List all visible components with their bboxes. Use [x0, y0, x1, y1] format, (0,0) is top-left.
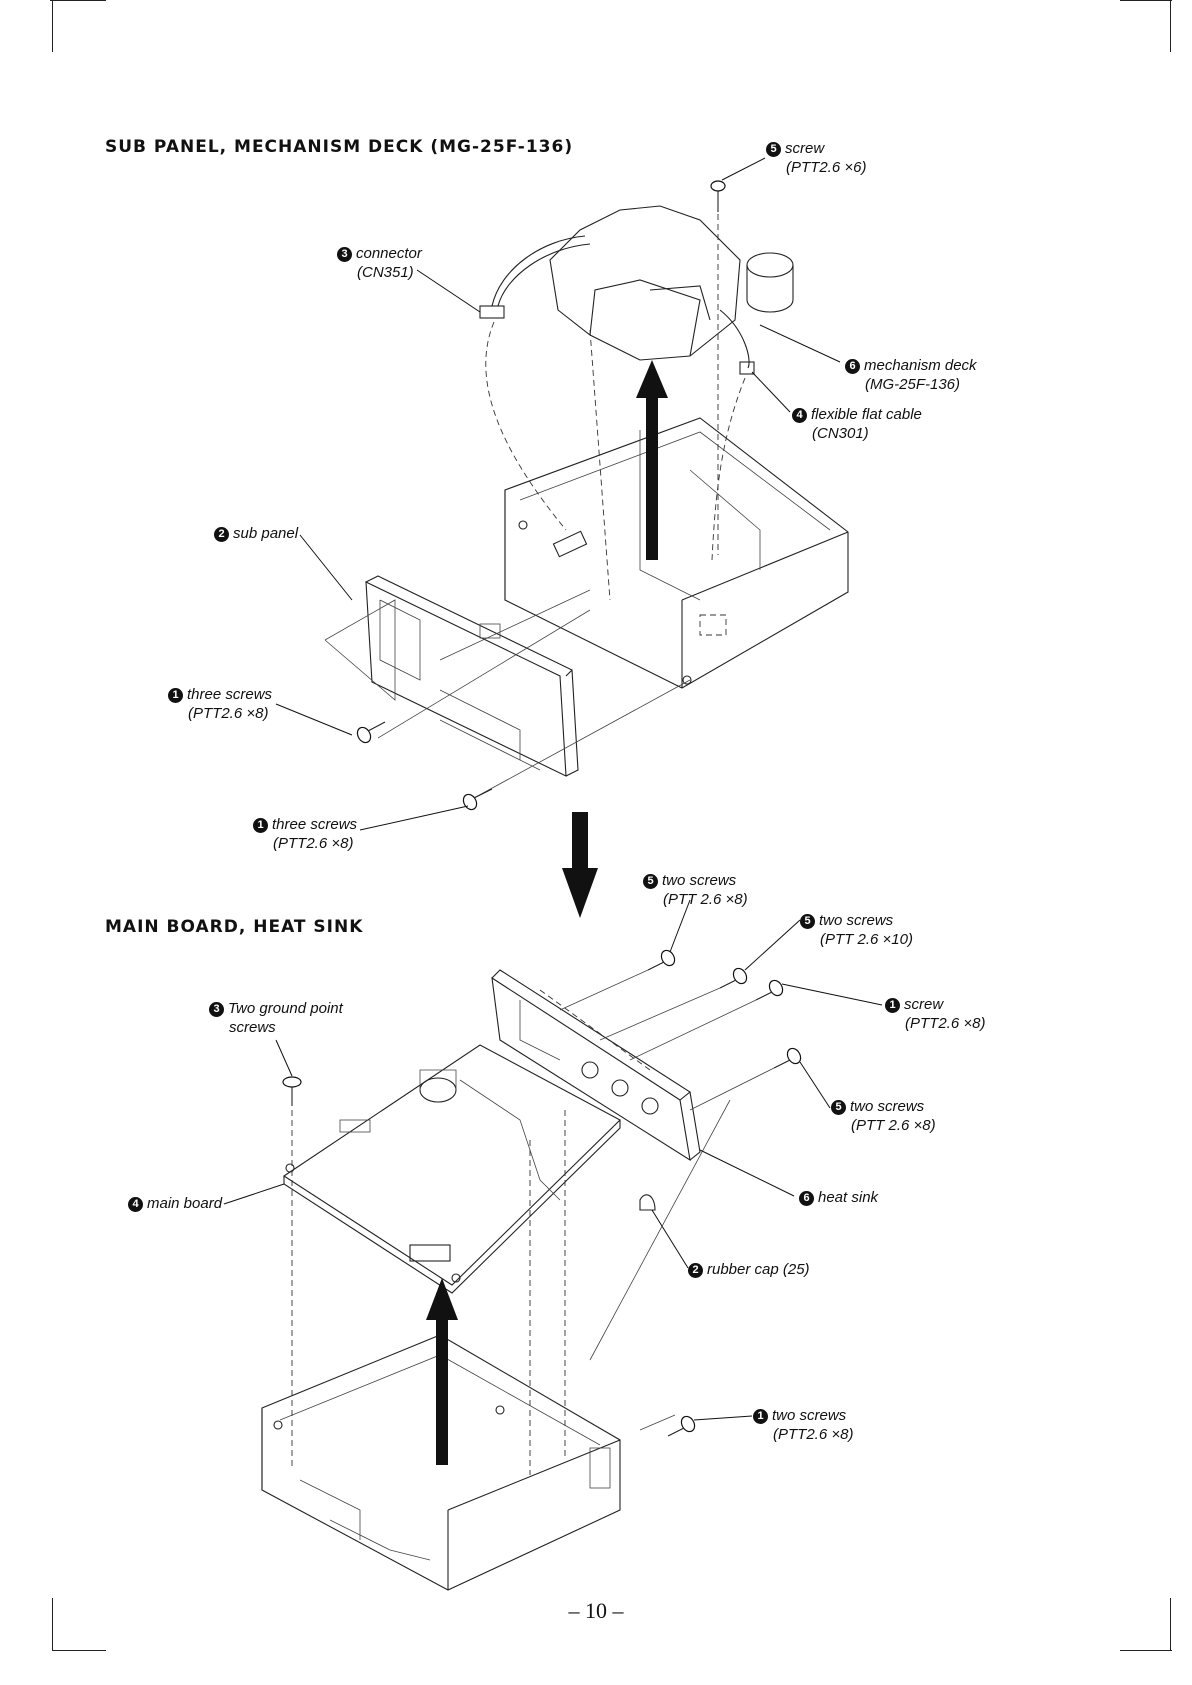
callout-main-board: 4 main board: [128, 1194, 222, 1213]
callout-number: 6: [845, 359, 860, 374]
crop-mark-top-left-v: [52, 0, 53, 52]
callout-number: 3: [209, 1002, 224, 1017]
callout-spec: (MG-25F-136): [865, 376, 961, 393]
crop-mark-top-right-v: [1170, 0, 1171, 52]
callout-rubber-cap: 2 rubber cap (25): [688, 1260, 810, 1279]
callout-label: two screws: [772, 1407, 847, 1424]
callout-two-screws-ptt-8: 5 two screws (PTT 2.6 ×8): [643, 871, 748, 909]
callout-ground-point-screws: 3 Two ground point screws: [209, 999, 343, 1037]
crop-mark-bottom-right-h: [1120, 1650, 1172, 1651]
callout-number: 3: [337, 247, 352, 262]
callout-label: sub panel: [233, 525, 299, 542]
down-arrow: [562, 812, 598, 918]
callout-mechanism-deck: 6 mechanism deck (MG-25F-136): [845, 356, 977, 394]
callout-screw-top: 5 screw (PTT2.6 ×6): [766, 139, 866, 177]
callout-label: rubber cap (25): [707, 1261, 810, 1278]
callout-number: 5: [643, 874, 658, 889]
callout-spec: (PTT 2.6 ×10): [820, 931, 913, 948]
crop-mark-top-right-h: [1120, 0, 1172, 1]
callout-number: 6: [799, 1191, 814, 1206]
callout-spec: (PTT2.6 ×8): [773, 1426, 854, 1443]
callout-number: 1: [168, 688, 183, 703]
callout-two-screws-heat-sink: 5 two screws (PTT 2.6 ×8): [831, 1097, 936, 1135]
callout-label: main board: [147, 1195, 223, 1212]
callout-label: screw: [785, 140, 825, 157]
bottom-assembly-drawing: [223, 899, 883, 1591]
callout-number: 1: [253, 818, 268, 833]
callout-label: two screws: [662, 872, 737, 889]
callout-spec: (PTT 2.6 ×8): [851, 1117, 936, 1134]
callout-label: mechanism deck: [864, 357, 977, 374]
callout-sub-panel: 2 sub panel: [214, 524, 298, 543]
crop-mark-bottom-left-h: [52, 1650, 106, 1651]
callout-number: 4: [128, 1197, 143, 1212]
callout-label: two screws: [850, 1098, 925, 1115]
callout-number: 1: [753, 1409, 768, 1424]
callout-three-screws-lower: 1 three screws (PTT2.6 ×8): [253, 815, 357, 853]
callout-number: 1: [885, 998, 900, 1013]
callout-spec: (PTT2.6 ×6): [786, 159, 867, 176]
callout-label: Two ground point: [228, 1000, 343, 1017]
callout-number: 2: [688, 1263, 703, 1278]
callout-heat-sink: 6 heat sink: [799, 1188, 878, 1207]
crop-mark-bottom-left-v: [52, 1598, 53, 1650]
callout-label: screw: [904, 996, 944, 1013]
callout-spec: (PTT2.6 ×8): [188, 705, 269, 722]
callout-number: 5: [831, 1100, 846, 1115]
callout-number: 2: [214, 527, 229, 542]
crop-mark-top-left-h: [50, 0, 106, 1]
callout-label: three screws: [272, 816, 358, 833]
top-assembly-drawing: [275, 157, 849, 831]
callout-spec: screws: [229, 1019, 276, 1036]
section-title-sub-panel: SUB PANEL, MECHANISM DECK (MG-25F-136): [105, 137, 574, 157]
callout-two-screws-chassis: 1 two screws (PTT2.6 ×8): [753, 1406, 853, 1444]
callout-three-screws-upper: 1 three screws (PTT2.6 ×8): [168, 685, 272, 723]
callout-label: three screws: [187, 686, 273, 703]
callout-label: connector: [356, 245, 422, 262]
callout-spec: (PTT2.6 ×8): [273, 835, 354, 852]
callout-spec: (CN301): [812, 425, 869, 442]
crop-mark-bottom-right-v: [1170, 1598, 1171, 1650]
callout-screw-heat-sink: 1 screw (PTT2.6 ×8): [885, 995, 985, 1033]
callout-two-screws-ptt-10: 5 two screws (PTT 2.6 ×10): [800, 911, 913, 949]
callout-spec: (CN351): [357, 264, 414, 281]
callout-flexible-flat-cable: 4 flexible flat cable (CN301): [792, 405, 922, 443]
page-number: – 10 –: [568, 1598, 624, 1623]
callout-spec: (PTT2.6 ×8): [905, 1015, 986, 1032]
callout-label: two screws: [819, 912, 894, 929]
callout-number: 5: [800, 914, 815, 929]
section-title-main-board: MAIN BOARD, HEAT SINK: [105, 917, 364, 937]
callout-number: 5: [766, 142, 781, 157]
callout-connector: 3 connector (CN351): [337, 244, 422, 282]
callout-label: flexible flat cable: [811, 406, 922, 423]
callout-spec: (PTT 2.6 ×8): [663, 891, 748, 908]
callout-label: heat sink: [818, 1189, 879, 1206]
callout-number: 4: [792, 408, 807, 423]
